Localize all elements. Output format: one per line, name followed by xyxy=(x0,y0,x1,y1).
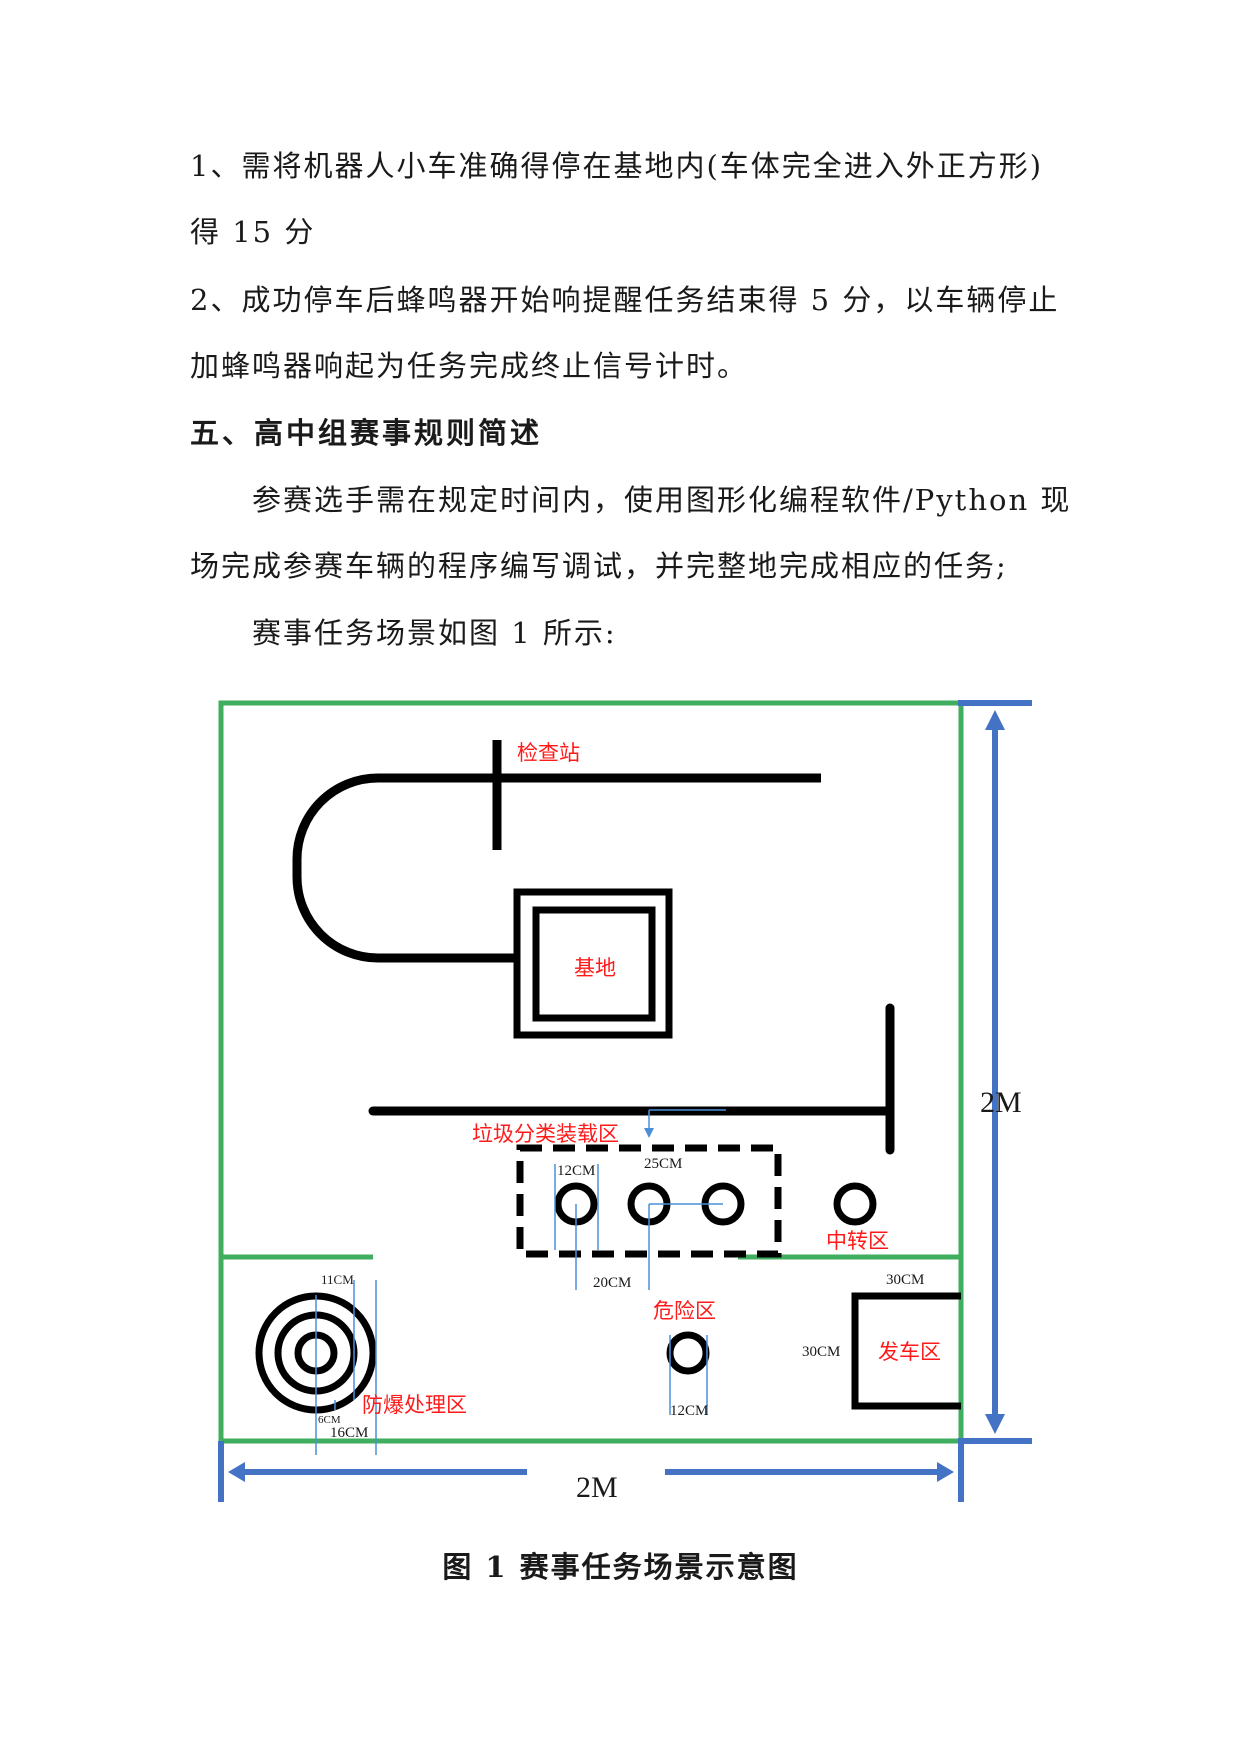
dimension-vertical-2m xyxy=(958,700,1032,1444)
label-6cm: 6CM xyxy=(318,1414,341,1426)
label-transfer-zone: 中转区 xyxy=(826,1229,889,1253)
label-base: 基地 xyxy=(574,956,616,980)
figure-caption: 图 1 赛事任务场景示意图 xyxy=(442,1550,799,1584)
paragraph-1-line-1: 1、需将机器人小车准确得停在基地内(车体完全进入外正方形) xyxy=(190,149,1044,183)
guide-lines xyxy=(315,1109,726,1455)
label-11cm: 11CM xyxy=(321,1272,354,1287)
danger-hole xyxy=(666,1331,710,1375)
transfer-hole xyxy=(833,1182,877,1226)
label-2m-horizontal: 2M xyxy=(576,1471,618,1504)
field-border xyxy=(218,700,964,1444)
label-sorting-zone: 垃圾分类装载区 xyxy=(472,1122,619,1146)
label-20cm: 20CM xyxy=(593,1275,631,1291)
label-explosion-zone: 防爆处理区 xyxy=(362,1393,467,1417)
label-30cm-height: 30CM xyxy=(802,1344,840,1360)
paragraph-2-line-1: 2、成功停车后蜂鸣器开始响提醒任务结束得 5 分，以车辆停止 xyxy=(190,283,1060,317)
label-16cm: 16CM xyxy=(330,1425,368,1441)
label-30cm-width: 30CM xyxy=(886,1272,924,1288)
label-25cm: 25CM xyxy=(644,1156,682,1172)
track-t-line xyxy=(368,1003,895,1155)
paragraph-4-line-1: 赛事任务场景如图 1 所示: xyxy=(252,616,617,650)
paragraph-1-line-2: 得 15 分 xyxy=(190,215,316,249)
paragraph-2-line-2: 加蜂鸣器响起为任务完成终止信号计时。 xyxy=(190,349,749,383)
label-checkpoint: 检查站 xyxy=(517,741,580,765)
label-12cm-sorting: 12CM xyxy=(557,1163,595,1179)
track-upper xyxy=(292,740,821,963)
paragraph-3-line-1: 参赛选手需在规定时间内，使用图形化编程软件/Python 现 xyxy=(252,483,1072,517)
dimension-horizontal-2m xyxy=(218,1441,964,1502)
label-danger-zone: 危险区 xyxy=(653,1299,716,1323)
start-zone xyxy=(851,1292,961,1410)
paragraph-3-line-2: 场完成参赛车辆的程序编写调试，并完整地完成相应的任务; xyxy=(190,549,1008,583)
section-heading: 五、高中组赛事规则简述 xyxy=(190,416,543,450)
base-zone xyxy=(513,888,673,1039)
label-2m-vertical: 2M xyxy=(980,1086,1022,1119)
label-12cm-danger: 12CM xyxy=(670,1403,708,1419)
label-start-zone: 发车区 xyxy=(878,1340,941,1364)
sorting-zone-dashed xyxy=(516,1144,782,1258)
